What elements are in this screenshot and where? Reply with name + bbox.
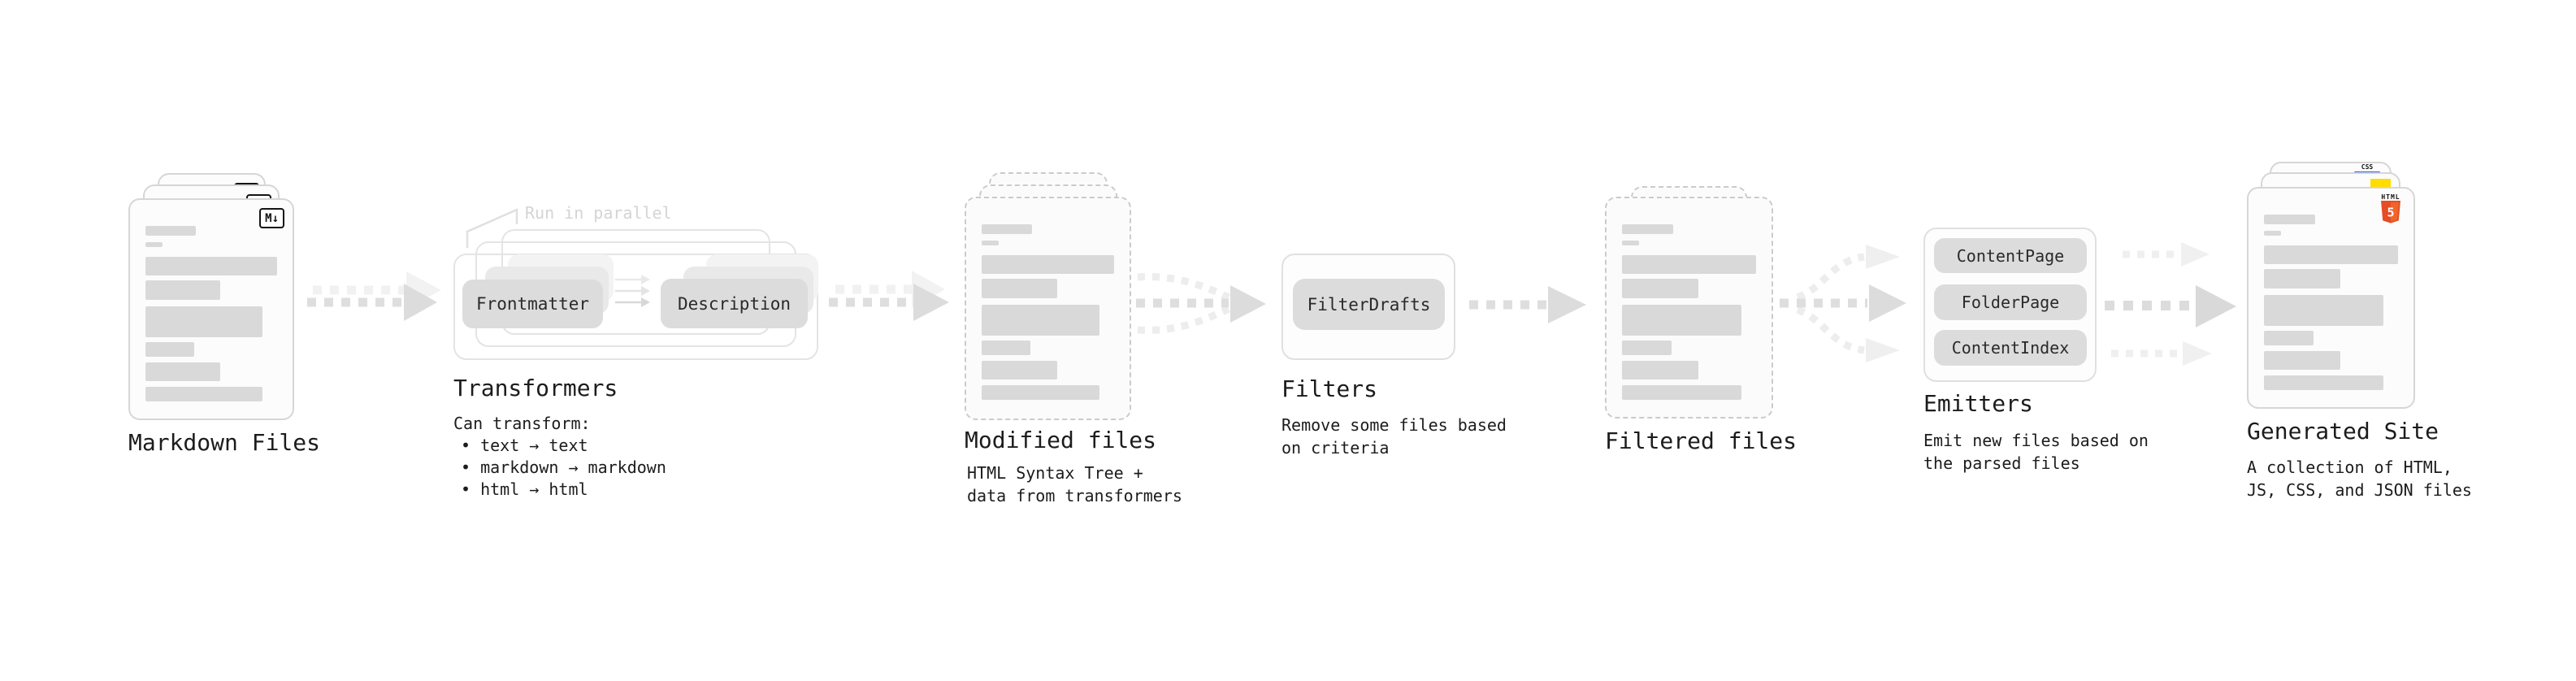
content-placeholder-bar — [1622, 241, 1640, 245]
document-content-placeholder — [145, 226, 277, 401]
content-placeholder-bar — [1622, 224, 1673, 234]
markdown-files-label: Markdown Files — [128, 429, 321, 456]
notes-item: • html → html — [461, 479, 588, 499]
generated-site-sublabel: A collection of HTML, JS, CSS, and JSON … — [2247, 458, 2472, 500]
document-content-placeholder — [2264, 215, 2398, 390]
content-placeholder-bar — [145, 342, 194, 357]
run-in-parallel-callout: Run in parallel — [525, 203, 672, 223]
content-placeholder-bar — [2264, 351, 2341, 370]
flow-arrow-emitters-to-site — [2105, 242, 2236, 366]
content-placeholder-bar — [1622, 340, 1672, 355]
notes-item: • markdown → markdown — [461, 458, 666, 477]
content-placeholder-bar — [145, 387, 263, 401]
modified-files-label: Modified files — [965, 427, 1157, 453]
filters-sublabel: Remove some files based on criteria — [1281, 415, 1507, 458]
modified-files-sublabel: HTML Syntax Tree + data from transformer… — [967, 463, 1182, 505]
notes-title: Can transform: — [453, 414, 591, 433]
content-placeholder-bar — [982, 241, 1000, 245]
modified-file-card — [965, 197, 1131, 420]
html5-icon: HTML 5 — [2379, 193, 2402, 224]
flow-arrow-filtered-to-emitters — [1780, 245, 1906, 362]
document-content-placeholder — [982, 224, 1114, 400]
transformer-group-front — [453, 254, 818, 360]
generated-site-label: Generated Site — [2247, 418, 2439, 445]
css-icon-text: CSS — [2361, 163, 2374, 171]
emitters-label: Emitters — [1923, 390, 2033, 417]
callout-leader-line — [466, 208, 518, 248]
content-placeholder-bar — [982, 279, 1057, 298]
content-placeholder-bar — [1622, 361, 1699, 380]
content-placeholder-bar — [145, 226, 196, 236]
html5-icon-number: 5 — [2387, 206, 2394, 220]
content-placeholder-bar — [982, 340, 1031, 355]
document-content-placeholder — [1622, 224, 1756, 400]
content-placeholder-bar — [2264, 245, 2398, 264]
transform-step-arrows — [615, 275, 650, 307]
filtered-file-card — [1605, 197, 1773, 419]
content-placeholder-bar — [1622, 305, 1741, 336]
content-placeholder-bar — [145, 280, 221, 300]
content-placeholder-bar — [2264, 269, 2341, 288]
content-placeholder-bar — [2264, 231, 2282, 236]
content-placeholder-bar — [982, 305, 1100, 336]
transformers-label: Transformers — [453, 375, 618, 401]
flow-arrow-markdown-to-transformers — [307, 271, 441, 321]
filtered-files-label: Filtered files — [1605, 427, 1798, 454]
content-placeholder-bar — [1622, 255, 1756, 274]
filter-drafts-chip: FilterDrafts — [1293, 279, 1445, 330]
folder-page-chip: FolderPage — [1934, 284, 2087, 320]
content-placeholder-bar — [145, 257, 277, 275]
markdown-icon: M↓ — [259, 208, 284, 228]
content-placeholder-bar — [1622, 279, 1699, 298]
content-placeholder-bar — [2264, 215, 2315, 224]
flow-arrow-transformers-to-modified — [829, 271, 949, 321]
site-file-card-html: HTML 5 — [2247, 187, 2415, 409]
markdown-file-card: M↓ — [128, 198, 294, 420]
content-placeholder-bar — [2264, 331, 2314, 345]
emitters-sublabel: Emit new files based on the parsed files — [1923, 431, 2149, 473]
content-placeholder-bar — [2264, 295, 2383, 326]
content-placeholder-bar — [145, 306, 263, 337]
content-placeholder-bar — [1622, 385, 1741, 400]
transformers-notes: Can transform: • text → text • markdown … — [453, 413, 666, 501]
content-placeholder-bar — [982, 385, 1100, 400]
content-page-chip: ContentPage — [1934, 238, 2087, 273]
frontmatter-chip: Frontmatter — [462, 280, 603, 328]
flow-arrow-modified-to-filters — [1136, 273, 1266, 334]
flow-arrow-filters-to-filtered — [1469, 286, 1586, 323]
content-placeholder-bar — [145, 242, 163, 247]
content-placeholder-bar — [982, 255, 1114, 274]
content-placeholder-bar — [145, 362, 221, 381]
notes-item: • text → text — [461, 436, 588, 455]
html5-icon-text: HTML — [2381, 193, 2400, 201]
content-index-chip: ContentIndex — [1934, 330, 2087, 366]
content-placeholder-bar — [2264, 375, 2383, 390]
filters-label: Filters — [1281, 375, 1378, 402]
description-chip: Description — [661, 279, 808, 328]
content-placeholder-bar — [982, 224, 1032, 234]
content-placeholder-bar — [982, 361, 1057, 380]
